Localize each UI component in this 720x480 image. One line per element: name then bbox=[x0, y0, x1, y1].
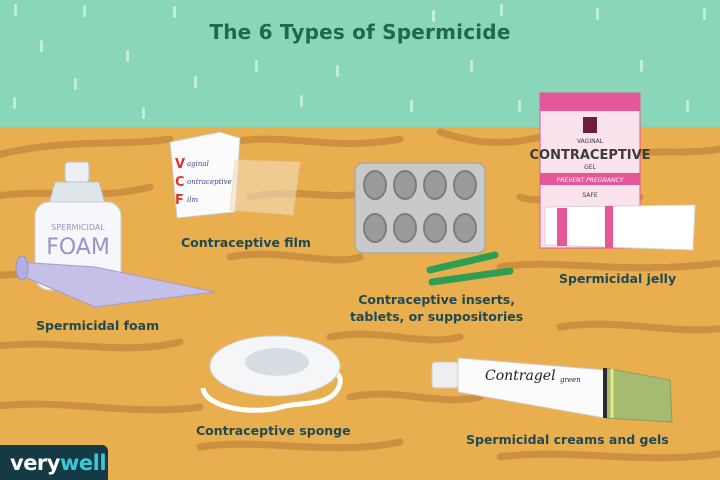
svg-text:F: F bbox=[175, 193, 184, 208]
tablet-blister-pack-illustration bbox=[354, 162, 514, 286]
label-inserts-line1: Contraceptive inserts, bbox=[358, 292, 515, 307]
raindrop bbox=[596, 8, 599, 20]
raindrop bbox=[470, 60, 473, 72]
raindrop bbox=[83, 5, 86, 17]
wood-grain-stripes bbox=[0, 128, 720, 462]
svg-text:VAGINAL: VAGINAL bbox=[577, 138, 604, 145]
svg-text:aginal: aginal bbox=[187, 160, 209, 168]
label-spermicidal-foam: Spermicidal foam bbox=[36, 318, 160, 333]
raindrop bbox=[194, 76, 197, 88]
svg-text:V: V bbox=[175, 157, 185, 172]
raindrop bbox=[13, 97, 16, 109]
label-inserts: Contraceptive inserts, tablets, or suppo… bbox=[350, 291, 523, 325]
raindrop bbox=[518, 100, 521, 112]
label-contraceptive-film: Contraceptive film bbox=[181, 235, 311, 250]
raindrop bbox=[500, 4, 503, 16]
raindrop bbox=[686, 100, 689, 112]
raindrop bbox=[142, 107, 145, 119]
svg-text:ontraceptive: ontraceptive bbox=[187, 178, 232, 186]
raindrop bbox=[126, 50, 129, 62]
svg-text:SAFE: SAFE bbox=[582, 192, 597, 199]
label-spermicidal-creams: Spermicidal creams and gels bbox=[466, 432, 669, 447]
raindrop bbox=[703, 8, 706, 20]
contragel-text: Contragel bbox=[485, 368, 556, 384]
raindrop bbox=[432, 10, 435, 22]
contragel-tube-illustration: Contragel green bbox=[431, 357, 673, 423]
foam-product-text: SPERMICIDAL bbox=[51, 223, 105, 232]
raindrop bbox=[336, 65, 339, 77]
raindrop bbox=[410, 100, 413, 112]
contraceptive-film-illustration: V C F aginal ontraceptive ilm bbox=[169, 131, 301, 219]
brand-part2: well bbox=[59, 450, 107, 475]
svg-text:PREVENT PREGNANCY: PREVENT PREGNANCY bbox=[557, 177, 625, 184]
svg-text:CONTRACEPTIVE: CONTRACEPTIVE bbox=[529, 148, 650, 163]
raindrop bbox=[255, 60, 258, 72]
page-title: The 6 Types of Spermicide bbox=[209, 20, 511, 44]
raindrop bbox=[300, 95, 303, 107]
raindrop bbox=[14, 4, 17, 16]
svg-text:ilm: ilm bbox=[187, 196, 198, 204]
raindrop bbox=[173, 6, 176, 18]
raindrop bbox=[40, 40, 43, 52]
label-spermicidal-jelly: Spermicidal jelly bbox=[559, 271, 677, 286]
contraceptive-gel-box-illustration: VAGINAL CONTRACEPTIVE GEL PREVENT PREGNA… bbox=[529, 92, 696, 251]
raindrop bbox=[640, 60, 643, 72]
svg-text:FOAM: FOAM bbox=[46, 235, 110, 260]
contraceptive-sponge-illustration bbox=[200, 335, 343, 413]
brand-part1: very bbox=[10, 450, 60, 475]
svg-text:GEL: GEL bbox=[584, 164, 596, 171]
raindrop bbox=[74, 78, 77, 90]
foam-canister-illustration: SPERMICIDAL FOAM bbox=[15, 161, 216, 308]
svg-text:C: C bbox=[175, 175, 185, 190]
svg-text:green: green bbox=[560, 376, 581, 384]
label-contraceptive-sponge: Contraceptive sponge bbox=[196, 423, 351, 438]
label-inserts-line2: tablets, or suppositories bbox=[350, 309, 524, 324]
